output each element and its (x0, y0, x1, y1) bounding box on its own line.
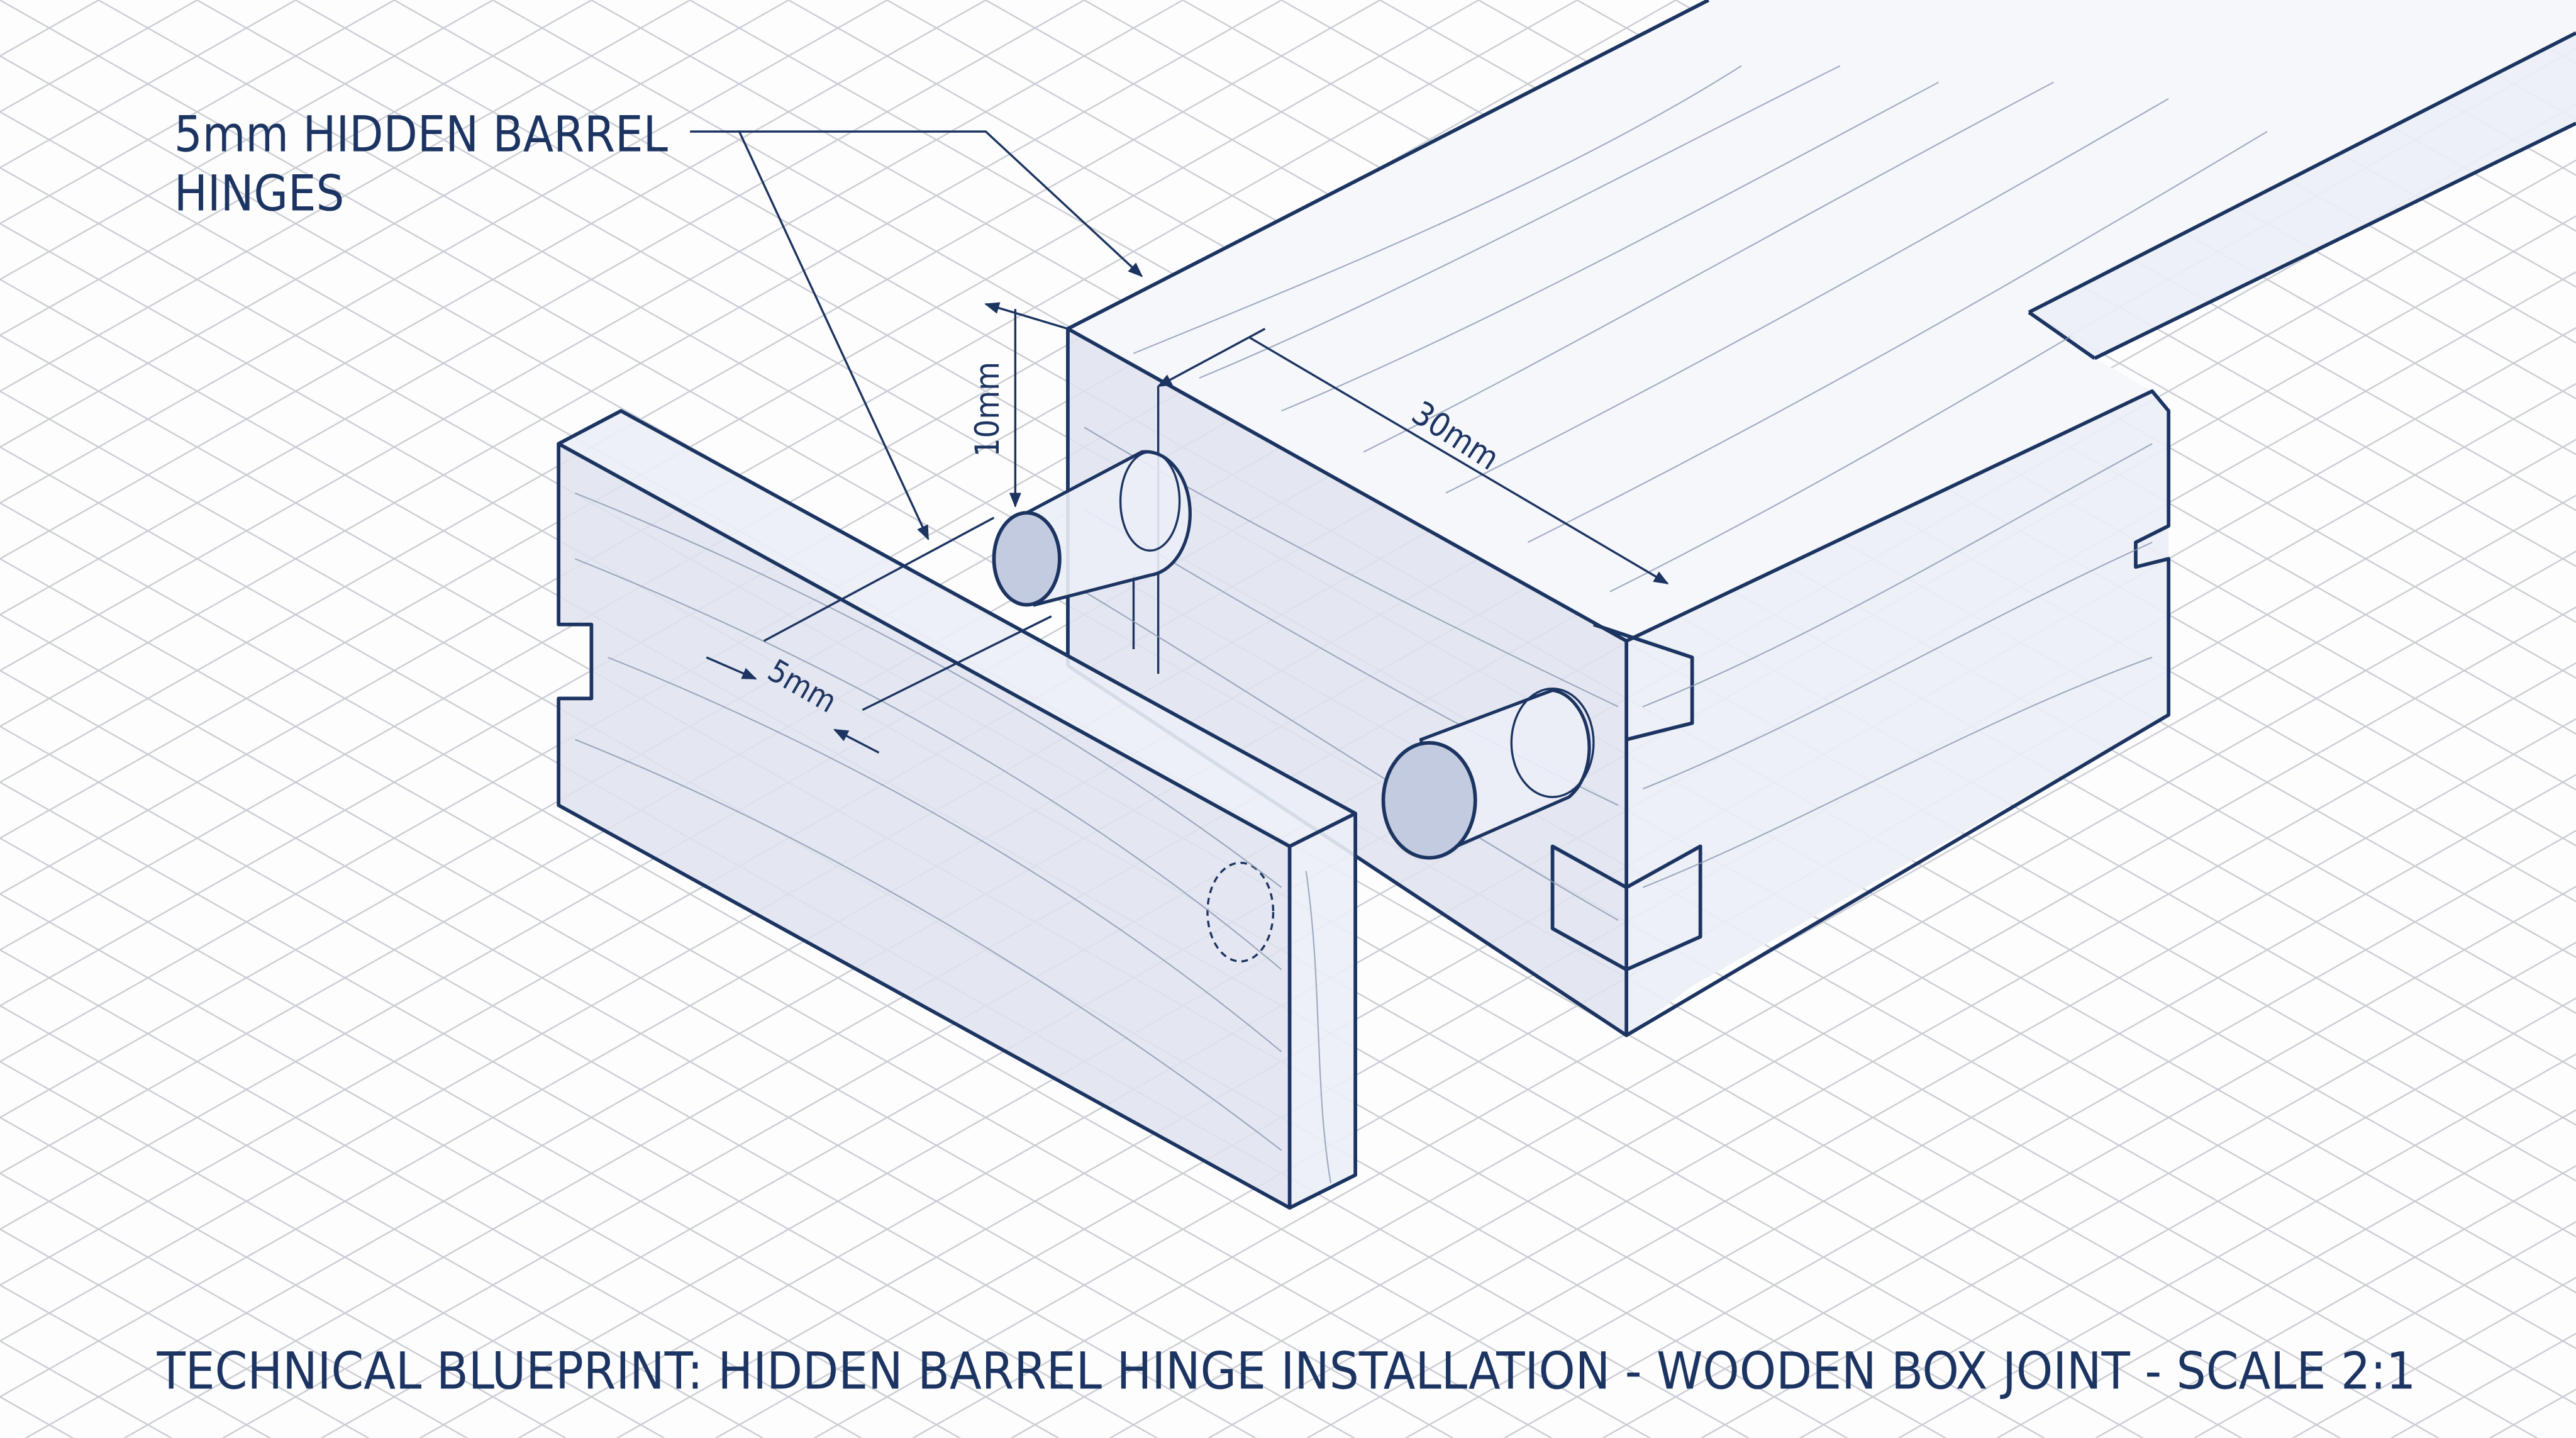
dimension-10mm-label: 10mm (969, 362, 1007, 457)
callout-label-line2: HINGES (174, 165, 344, 223)
barrel-hinge-lower (1381, 687, 1595, 860)
callout-label-line1: 5mm HIDDEN BARREL (174, 106, 668, 163)
blueprint-title: TECHNICAL BLUEPRINT: HIDDEN BARREL HINGE… (156, 1342, 2416, 1401)
callout-leaders (690, 130, 1143, 541)
dimension-10mm: 10mm (969, 304, 1069, 506)
left-board (557, 409, 1357, 1210)
top-strip (2029, 33, 2576, 359)
